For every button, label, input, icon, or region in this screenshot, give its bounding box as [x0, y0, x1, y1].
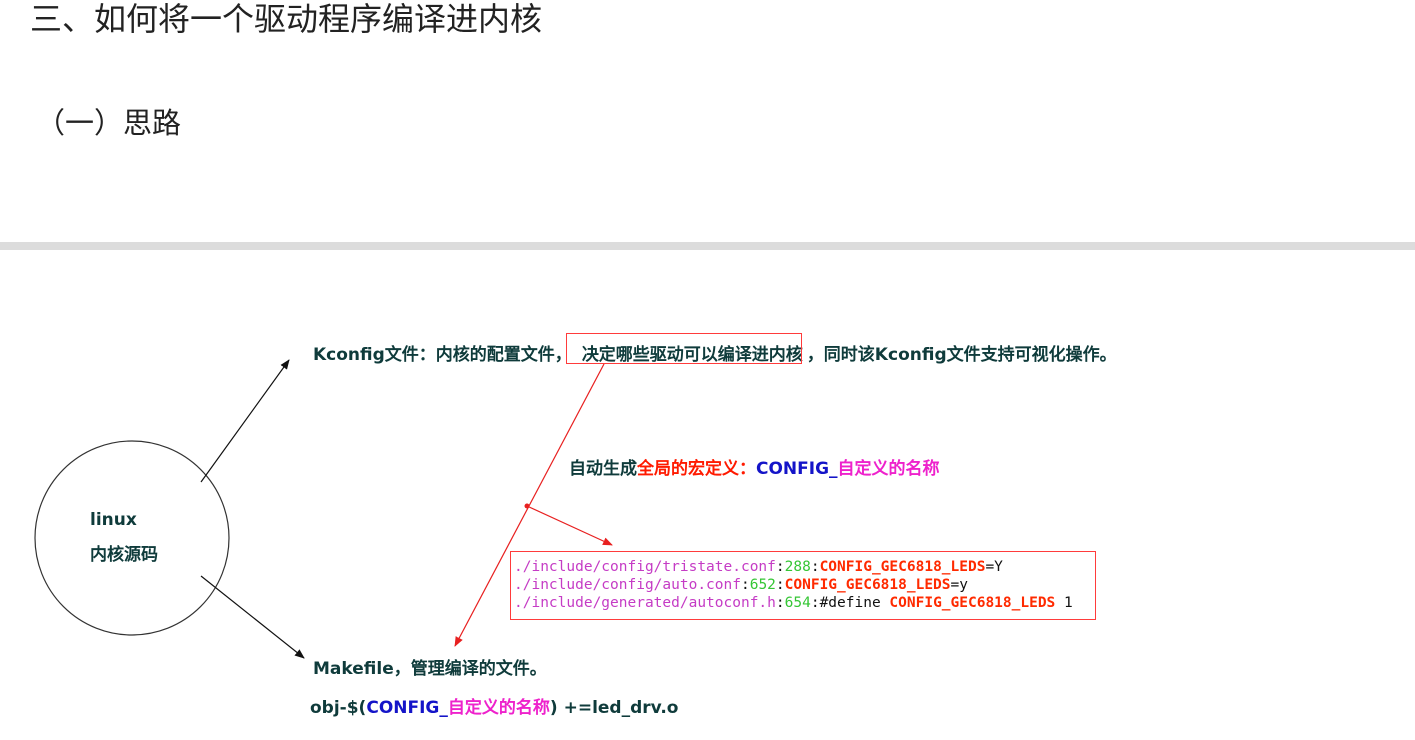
code-sep: :	[740, 577, 750, 593]
auto-gen-text-3: CONFIG_	[756, 459, 838, 479]
auto-gen-text-4: 自定义的名称	[837, 459, 940, 479]
source-circle	[34, 440, 230, 636]
arrow-to-kconfig	[200, 359, 290, 483]
diagram: linux 内核源码 Kconfig文件：内核的配置文件， 决定哪些驱动可以编译进…	[0, 250, 1415, 740]
code-sep: :	[810, 559, 820, 575]
kconfig-text-2: ，同时该Kconfig文件支持可视化操作。	[806, 345, 1117, 365]
code-line: ./include/config/tristate.conf:288:CONFI…	[514, 558, 1095, 576]
code-path: ./include/generated/autoconf.h	[514, 595, 776, 611]
code-line: ./include/generated/autoconf.h:654:#defi…	[514, 594, 1095, 612]
auto-gen-text-2: 全局的宏定义：	[637, 459, 756, 479]
code-suffix: =Y	[985, 559, 1003, 575]
obj-line: obj-$(CONFIG_自定义的名称) +=led_drv.o	[310, 693, 678, 718]
kconfig-highlight-box	[566, 333, 802, 364]
code-suffix: =y	[950, 577, 968, 593]
circle-label-source: 内核源码	[90, 545, 158, 565]
arrow-to-makefile-red	[454, 363, 605, 647]
arrow-to-makefile	[200, 575, 305, 659]
kconfig-text-1: Kconfig文件：内核的配置文件，	[313, 345, 572, 365]
code-line: ./include/config/auto.conf:652:CONFIG_GE…	[514, 576, 1095, 594]
code-sep: :	[775, 595, 785, 611]
code-suffix: 1	[1055, 595, 1073, 611]
section-heading: 三、如何将一个驱动程序编译进内核	[30, 0, 543, 38]
obj-text-1: obj-$(	[310, 698, 367, 718]
auto-gen-label: 自动生成全局的宏定义：CONFIG_自定义的名称	[569, 454, 940, 479]
circle-label-linux: linux	[90, 510, 137, 530]
code-line-number: 288	[784, 559, 811, 575]
obj-text-4: ) +=led_drv.o	[549, 698, 679, 718]
kconfig-description: Kconfig文件：内核的配置文件， 决定哪些驱动可以编译进内核，同时该Kconf…	[313, 340, 1117, 365]
code-config-name: CONFIG_GEC6818_LEDS	[889, 595, 1056, 611]
obj-text-2: CONFIG_	[366, 698, 448, 718]
code-sep: :	[810, 595, 820, 611]
arrow-to-code	[526, 505, 613, 546]
subsection-heading: （一）思路	[36, 106, 182, 140]
branch-point	[524, 503, 530, 509]
makefile-description: Makefile，管理编译的文件。	[313, 659, 547, 679]
code-sep: :	[775, 559, 785, 575]
code-path: ./include/config/auto.conf	[514, 577, 741, 593]
code-line-number: 654	[784, 595, 811, 611]
code-box: ./include/config/tristate.conf:288:CONFI…	[510, 551, 1096, 620]
kconfig-highlight-text: 决定哪些驱动可以编译进内核	[581, 345, 803, 365]
code-config-name: CONFIG_GEC6818_LEDS	[819, 559, 986, 575]
code-path: ./include/config/tristate.conf	[514, 559, 776, 575]
auto-gen-text-1: 自动生成	[569, 459, 637, 479]
code-sep: :	[775, 577, 785, 593]
code-config-name: CONFIG_GEC6818_LEDS	[784, 577, 951, 593]
divider	[0, 242, 1415, 250]
code-prefix: #define	[819, 595, 890, 611]
obj-text-3: 自定义的名称	[447, 698, 550, 718]
code-line-number: 652	[749, 577, 776, 593]
diagram-lines	[34, 359, 613, 659]
